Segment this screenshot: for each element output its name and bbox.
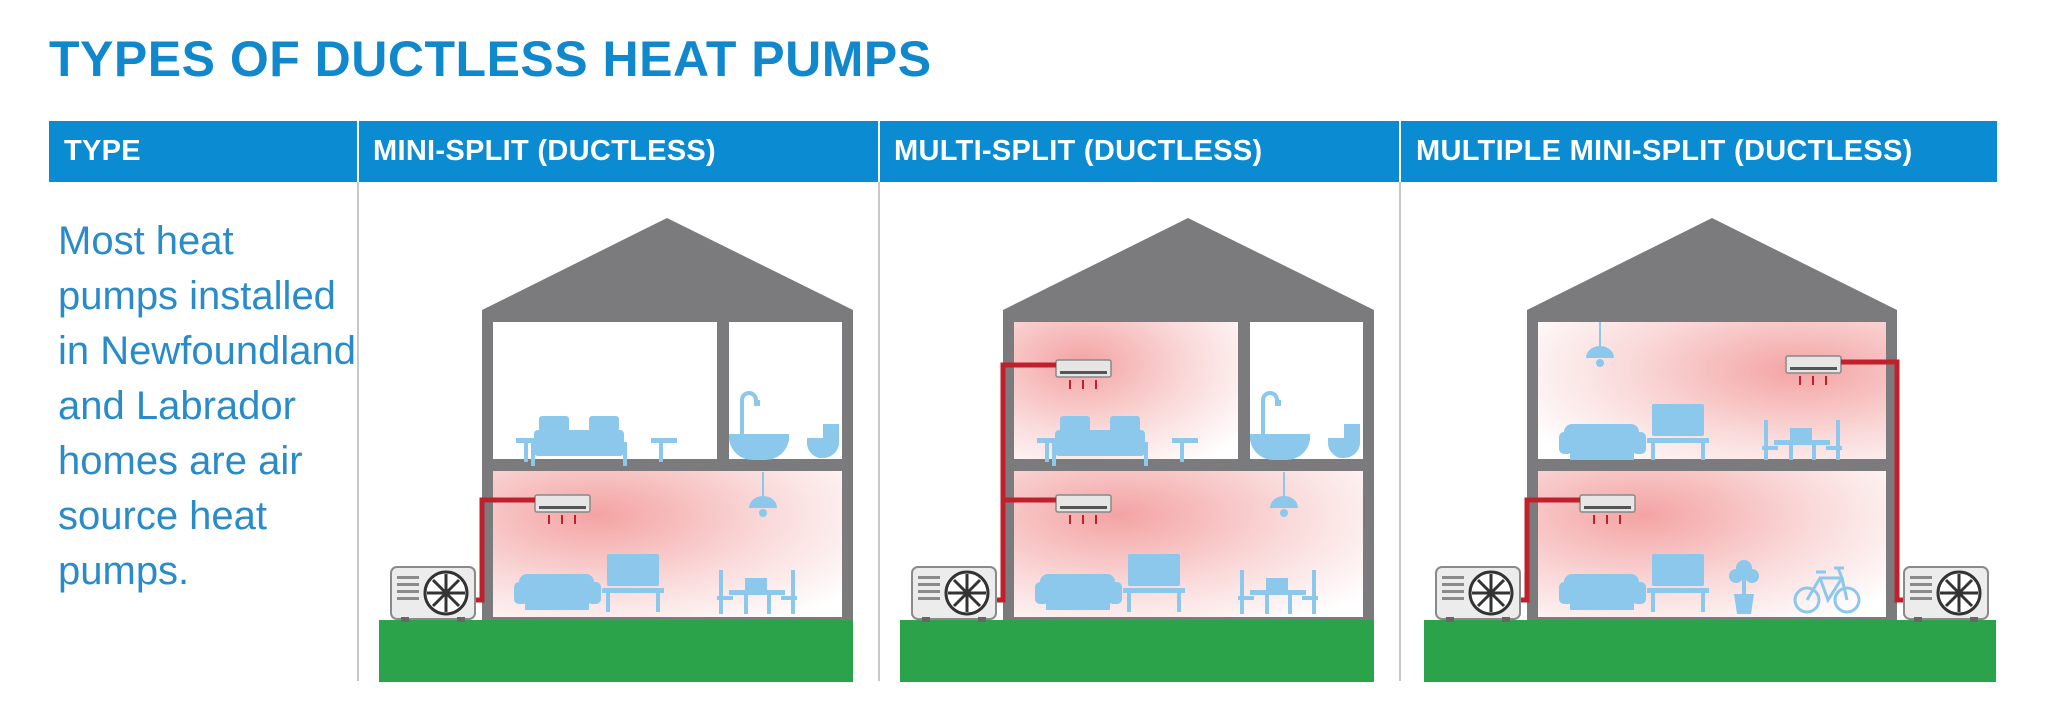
house-multi-split bbox=[900, 218, 1374, 682]
header-divider bbox=[878, 121, 880, 182]
indoor-unit-icon bbox=[1579, 494, 1636, 524]
refrigerant-line-icon bbox=[1841, 359, 1904, 603]
bed-icon bbox=[1037, 416, 1198, 466]
tv-icon bbox=[1647, 404, 1709, 460]
sofa-icon bbox=[1035, 574, 1122, 610]
header-multiple-mini-split: MULTIPLE MINI-SPLIT (DUCTLESS) bbox=[1416, 135, 1913, 167]
outdoor-unit-icon bbox=[1435, 566, 1521, 622]
header-divider bbox=[1399, 121, 1401, 182]
bathtub-icon bbox=[1250, 391, 1310, 461]
sofa-icon bbox=[1559, 424, 1646, 460]
outdoor-unit-icon bbox=[1903, 566, 1989, 622]
column-divider bbox=[357, 121, 359, 681]
tv-icon bbox=[1123, 554, 1185, 612]
bed-icon bbox=[516, 416, 677, 466]
indoor-unit-icon bbox=[1055, 494, 1112, 524]
roof-icon bbox=[1003, 218, 1374, 310]
roof-icon bbox=[1527, 218, 1897, 310]
description-text: Most heat pumps installed in Newfoundlan… bbox=[58, 219, 356, 593]
refrigerant-line-icon bbox=[996, 362, 1056, 603]
toilet-icon bbox=[807, 424, 839, 459]
column-divider bbox=[878, 121, 880, 681]
indoor-unit-icon bbox=[534, 494, 591, 524]
header-multi-split: MULTI-SPLIT (DUCTLESS) bbox=[894, 135, 1263, 167]
sofa-icon bbox=[1559, 574, 1646, 610]
toilet-icon bbox=[1328, 424, 1360, 459]
outdoor-unit-icon bbox=[390, 566, 476, 622]
house-multiple-mini-split bbox=[1424, 218, 1996, 682]
header-type: TYPE bbox=[64, 135, 141, 167]
plant-icon bbox=[1729, 560, 1759, 614]
refrigerant-line-icon bbox=[1520, 497, 1580, 603]
indoor-unit-icon bbox=[1055, 359, 1112, 389]
indoor-unit-icon bbox=[1785, 355, 1842, 385]
tv-icon bbox=[602, 554, 664, 612]
ground bbox=[379, 620, 853, 682]
roof-icon bbox=[482, 218, 853, 310]
header-divider bbox=[357, 121, 359, 182]
dining-table-icon bbox=[717, 570, 797, 614]
refrigerant-line-icon bbox=[475, 497, 535, 603]
bathtub-icon bbox=[729, 391, 789, 461]
pendant-lamp-icon bbox=[749, 472, 777, 517]
ground bbox=[900, 620, 1374, 682]
house-mini-split bbox=[379, 218, 853, 682]
dining-table-icon bbox=[1238, 570, 1318, 614]
pendant-lamp-icon bbox=[1270, 472, 1298, 517]
pendant-lamp-icon bbox=[1586, 322, 1614, 367]
outdoor-unit-icon bbox=[911, 566, 997, 622]
sofa-icon bbox=[514, 574, 601, 610]
dining-table-icon bbox=[1762, 420, 1842, 460]
column-divider bbox=[1399, 121, 1401, 681]
bicycle-icon bbox=[1793, 566, 1861, 614]
ground bbox=[1424, 620, 1996, 682]
tv-icon bbox=[1647, 554, 1709, 612]
header-mini-split: MINI-SPLIT (DUCTLESS) bbox=[373, 135, 716, 167]
page-title: TYPES OF DUCTLESS HEAT PUMPS bbox=[49, 31, 932, 87]
table-header-bar bbox=[49, 121, 1997, 182]
